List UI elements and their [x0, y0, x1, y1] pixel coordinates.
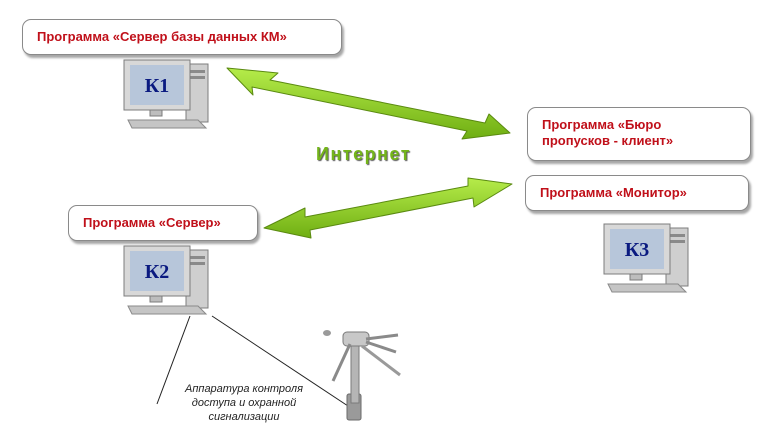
- equipment-caption: Аппаратура контроля доступа и охранной с…: [185, 383, 303, 423]
- internet-arrow-k1-buro: [226, 67, 511, 140]
- cable-to-turnstile: [211, 315, 349, 407]
- program-label-db-server-km: Программа «Сервер базы данных КМ»: [37, 29, 287, 44]
- program-box-buro-client: Программа «Бюро пропусков - клиент»: [527, 107, 751, 161]
- internet-label: Интернет: [316, 144, 412, 164]
- program-label-buro-client: Программа «Бюро пропусков - клиент»: [542, 117, 674, 148]
- computer-k1-icon: К1: [123, 59, 209, 129]
- computer-k1-label: К1: [145, 75, 170, 97]
- cable-to-equipment: [156, 315, 191, 405]
- program-box-server: Программа «Сервер»: [68, 205, 258, 241]
- program-label-server: Программа «Сервер»: [83, 215, 221, 230]
- program-box-db-server-km: Программа «Сервер базы данных КМ»: [22, 19, 342, 55]
- program-label-monitor: Программа «Монитор»: [540, 185, 687, 200]
- computer-k2-label: К2: [145, 261, 170, 283]
- program-box-monitor: Программа «Монитор»: [525, 175, 749, 211]
- computer-k2-icon: К2: [123, 245, 209, 315]
- turnstile-icon: [323, 330, 401, 421]
- computer-k3-label: К3: [625, 239, 650, 261]
- computer-k3-icon: К3: [603, 223, 689, 293]
- internet-arrow-k2-monitor: [263, 177, 513, 239]
